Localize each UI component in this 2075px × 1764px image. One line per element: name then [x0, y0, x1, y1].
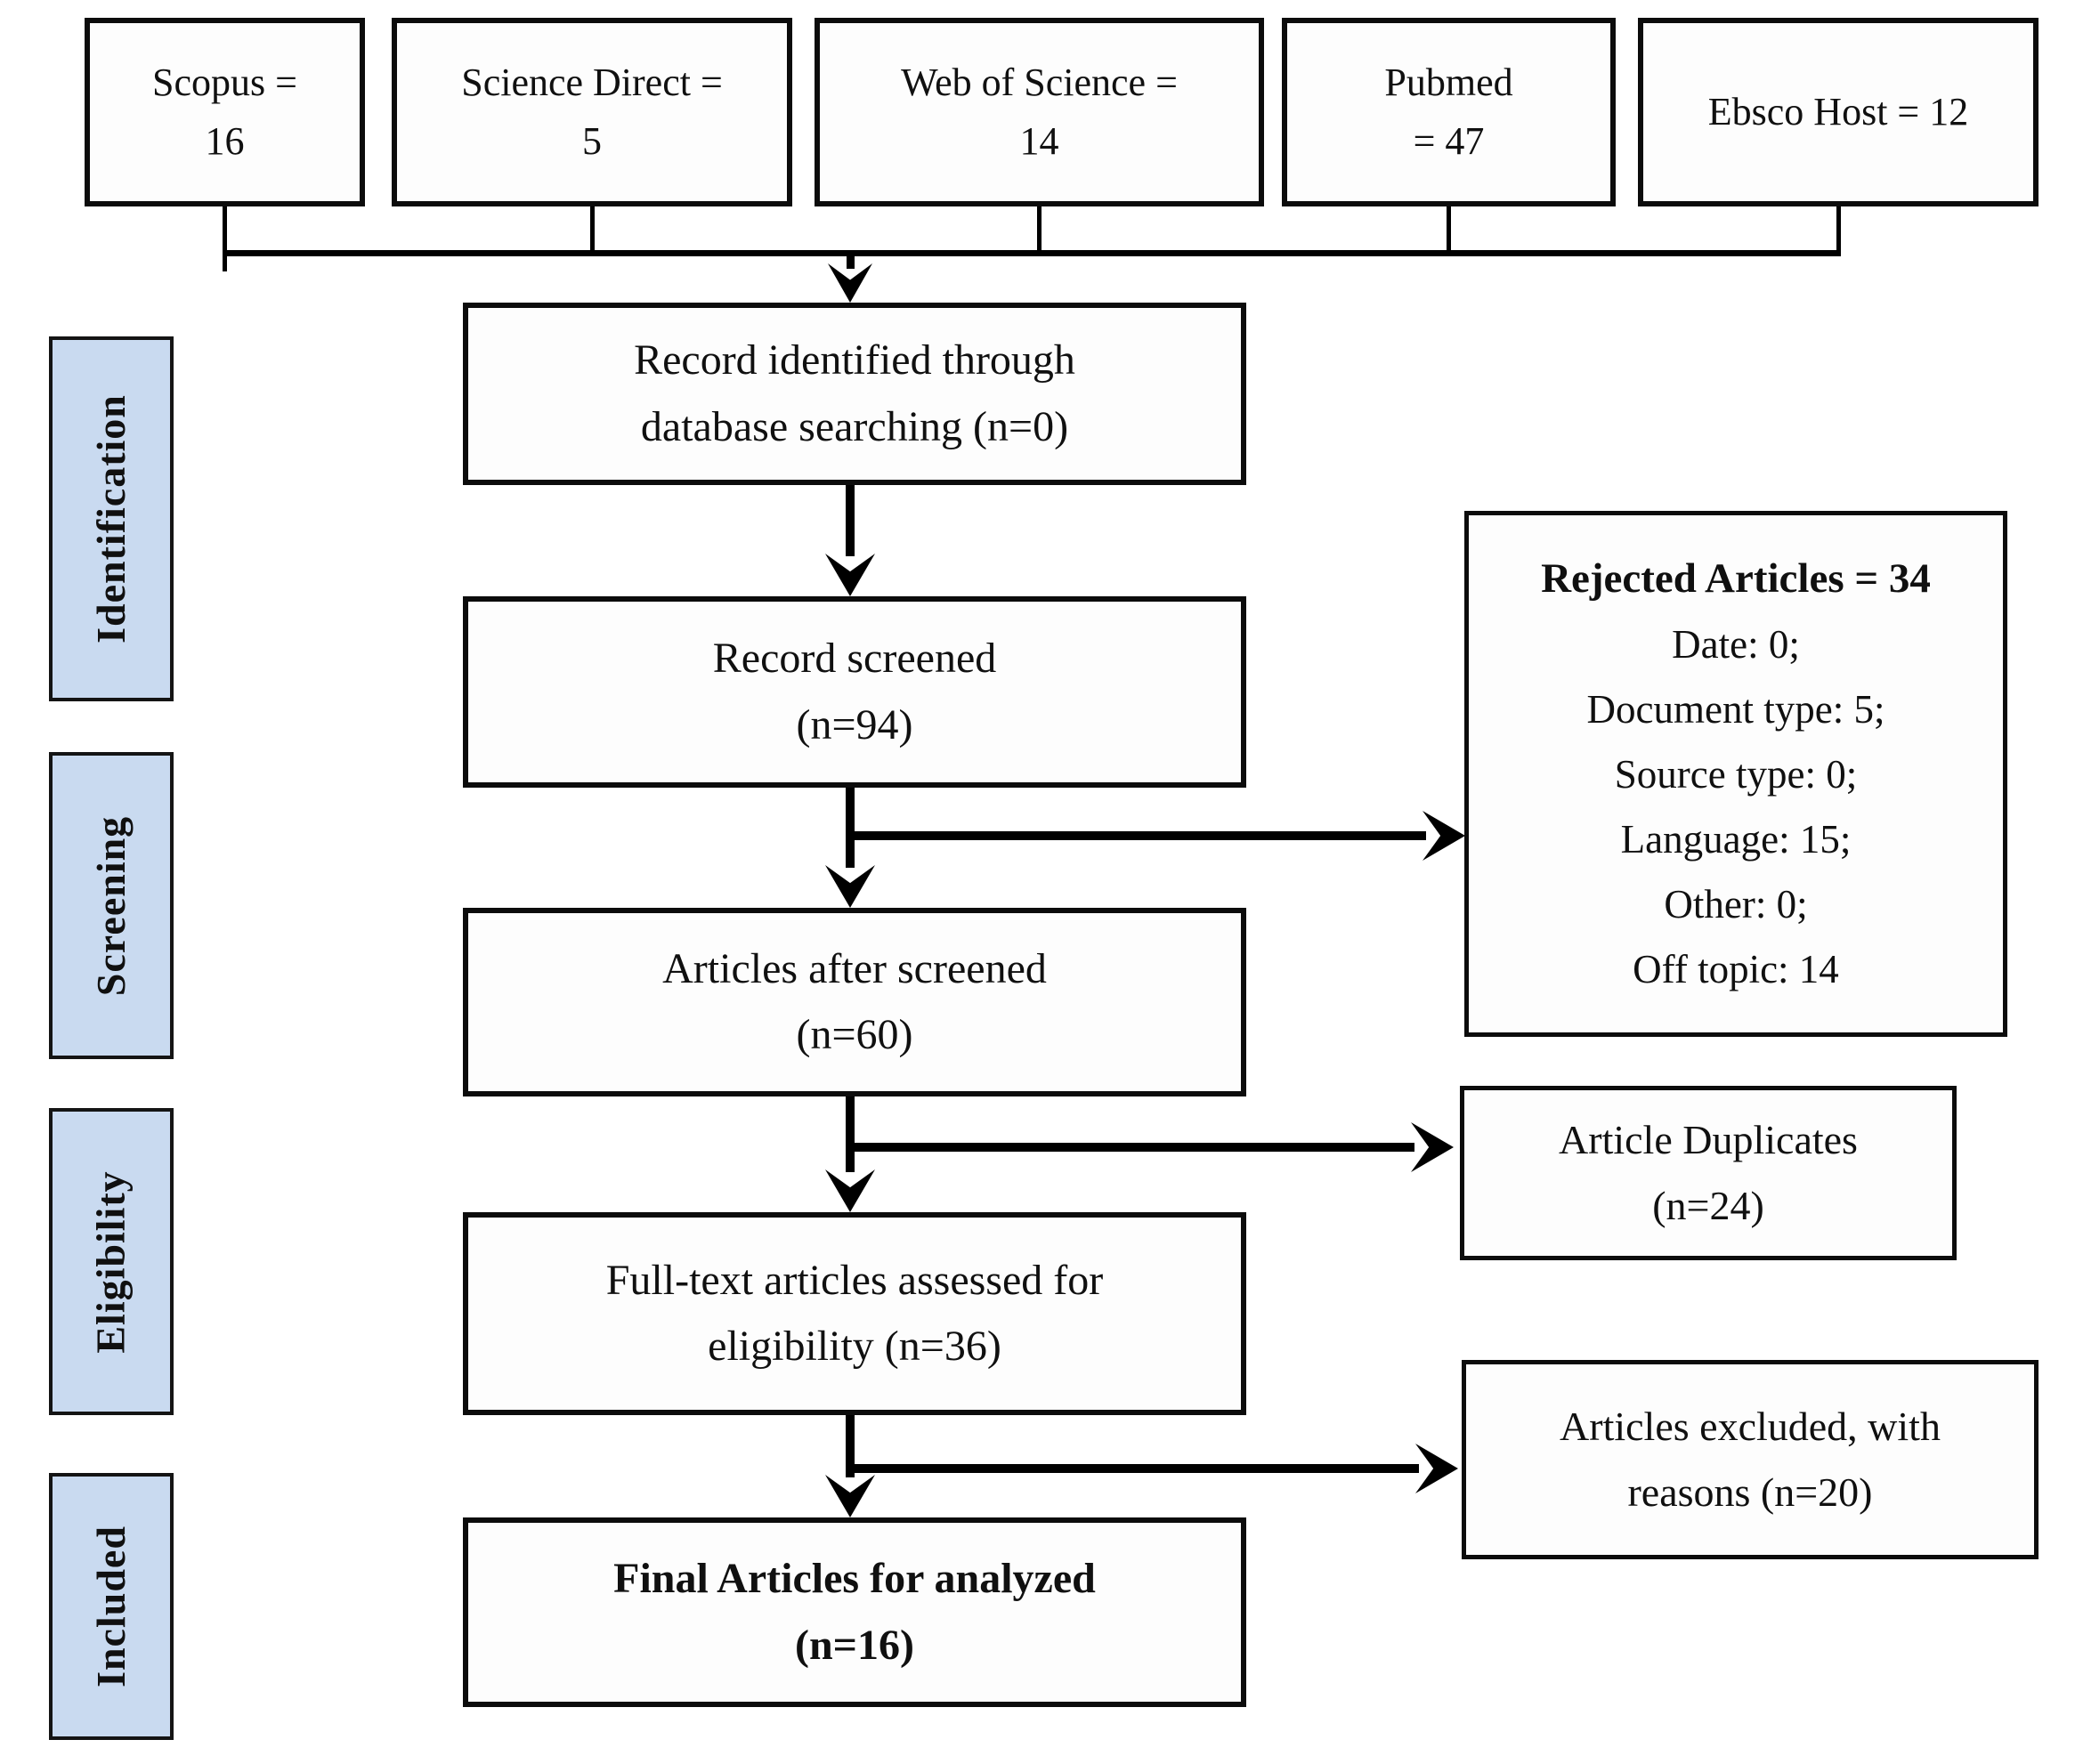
- arrow-fulltext-to-excluded-line: [846, 1464, 1419, 1473]
- source-label: Pubmed = 47: [1384, 61, 1513, 163]
- arrowhead-down-icon: [825, 554, 875, 596]
- source-box-ebsco-host: Ebsco Host = 12: [1638, 18, 2039, 206]
- connector-stem-pubmed: [1447, 206, 1451, 253]
- stage-label: Eligibility: [88, 1169, 134, 1354]
- flow-box-after-screened-label: Articles after screened (n=60): [662, 944, 1047, 1058]
- flow-box-identified: Record identified through database searc…: [463, 303, 1246, 485]
- flow-box-screened-label: Record screened (n=94): [712, 635, 997, 748]
- connector-stem-web-of-science: [1037, 206, 1042, 253]
- flow-box-screened: Record screened (n=94): [463, 596, 1246, 788]
- arrow-after-to-fulltext-line: [846, 1096, 855, 1172]
- stage-label: Included: [88, 1525, 134, 1687]
- arrowhead-right-icon: [1423, 811, 1465, 861]
- arrowhead-down-icon: [825, 865, 875, 908]
- duplicates-label: Article Duplicates (n=24): [1559, 1117, 1858, 1228]
- flow-box-final: Final Articles for analyzed (n=16): [463, 1517, 1246, 1707]
- flow-box-fulltext: Full-text articles assessed for eligibil…: [463, 1212, 1246, 1415]
- excluded-label: Articles excluded, with reasons (n=20): [1560, 1404, 1941, 1515]
- arrowhead-down-icon: [828, 263, 872, 303]
- stage-box-screening: Screening: [49, 752, 174, 1059]
- source-label: Science Direct = 5: [461, 61, 723, 163]
- source-box-web-of-science: Web of Science = 14: [815, 18, 1264, 206]
- connector-stem-scopus: [223, 206, 227, 253]
- arrowhead-right-icon: [1411, 1122, 1454, 1172]
- side-box-rejected: Rejected Articles = 34 Date: 0; Document…: [1464, 511, 2007, 1037]
- arrow-screened-to-after-line: [846, 788, 855, 868]
- stage-label: Screening: [88, 815, 134, 996]
- arrow-identified-to-screened-line: [846, 485, 855, 556]
- stage-box-included: Included: [49, 1473, 174, 1740]
- arrowhead-down-icon: [825, 1169, 875, 1212]
- connector-left-tail: [223, 250, 227, 271]
- source-label: Ebsco Host = 12: [1707, 90, 1969, 134]
- arrowhead-right-icon: [1415, 1444, 1458, 1493]
- rejected-title: Rejected Articles = 34: [1541, 555, 1931, 603]
- side-box-excluded: Articles excluded, with reasons (n=20): [1462, 1360, 2039, 1559]
- flow-box-final-label: Final Articles for analyzed (n=16): [613, 1555, 1096, 1669]
- source-box-scopus: Scopus = 16: [85, 18, 365, 206]
- connector-stem-ebsco-host: [1836, 206, 1841, 253]
- flow-box-fulltext-label: Full-text articles assessed for eligibil…: [605, 1256, 1104, 1370]
- side-box-duplicates: Article Duplicates (n=24): [1460, 1086, 1957, 1260]
- arrow-after-to-duplicates-line: [846, 1143, 1414, 1152]
- arrow-screened-to-rejected-line: [846, 831, 1426, 840]
- arrow-sources-to-identified-line: [847, 255, 855, 269]
- flow-box-identified-label: Record identified through database searc…: [634, 336, 1075, 450]
- flow-box-after-screened: Articles after screened (n=60): [463, 908, 1246, 1096]
- arrowhead-down-icon: [825, 1475, 875, 1517]
- stage-label: Identification: [88, 394, 134, 643]
- source-box-science-direct: Science Direct = 5: [392, 18, 792, 206]
- source-label: Scopus = 16: [152, 61, 297, 163]
- arrow-fulltext-to-final-line: [846, 1415, 855, 1477]
- connector-stem-science-direct: [590, 206, 595, 253]
- source-label: Web of Science = 14: [901, 61, 1178, 163]
- rejected-breakdown: Date: 0; Document type: 5; Source type: …: [1586, 622, 1885, 991]
- stage-box-eligibility: Eligibility: [49, 1108, 174, 1415]
- connector-horizontal-top: [223, 250, 1841, 256]
- source-box-pubmed: Pubmed = 47: [1282, 18, 1616, 206]
- stage-box-identification: Identification: [49, 336, 174, 701]
